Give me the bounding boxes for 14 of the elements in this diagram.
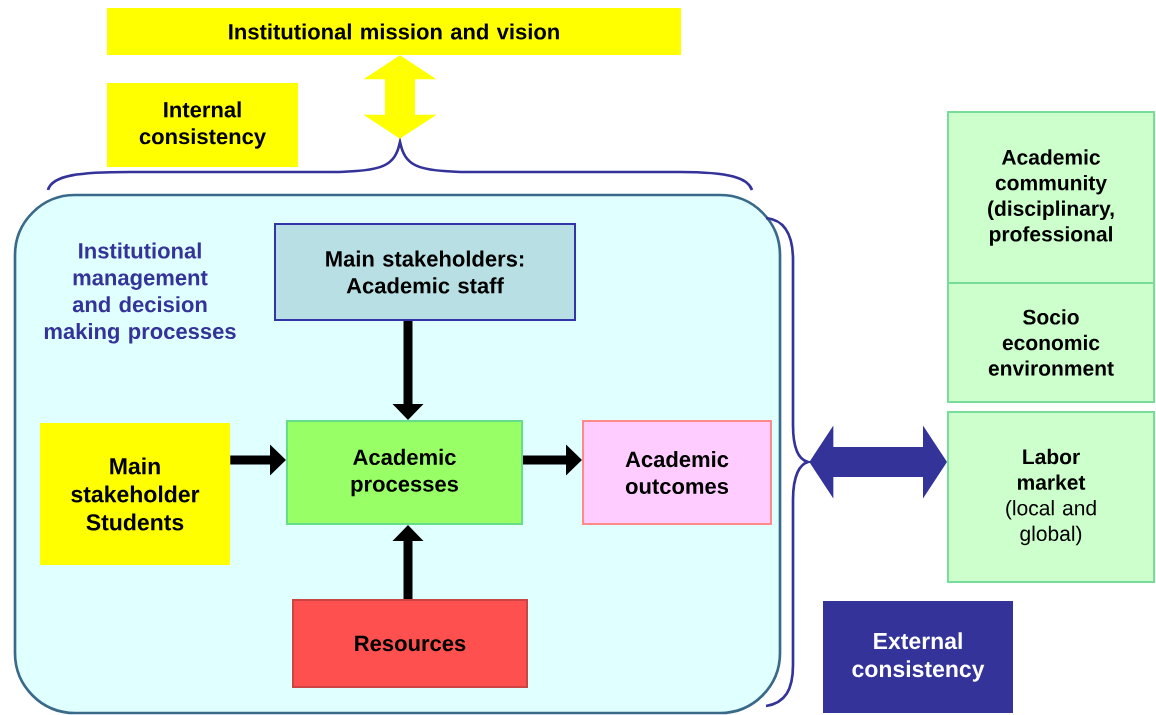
resource-box: Resources xyxy=(292,599,528,688)
label-box: Internal consistency xyxy=(107,83,298,167)
arrow xyxy=(809,425,947,499)
node-label: Socio economic environment xyxy=(988,309,1114,376)
arrow xyxy=(363,55,437,139)
node-label: Academic community (disciplinary, professional xyxy=(988,149,1114,246)
label-box: External consistency xyxy=(823,601,1013,713)
process-box: Academic processes xyxy=(286,420,523,525)
outcome-box: Academic outcomes xyxy=(582,420,772,525)
context-box: Labor market (local and global) xyxy=(947,411,1155,583)
context-box: Socio economic environment xyxy=(947,282,1155,403)
context-box: Academic community (disciplinary, professional xyxy=(947,111,1155,284)
stakeholder-box: Main stakeholders: Academic staff xyxy=(274,223,576,321)
stakeholder-box: Main stakeholder Students xyxy=(40,423,230,565)
